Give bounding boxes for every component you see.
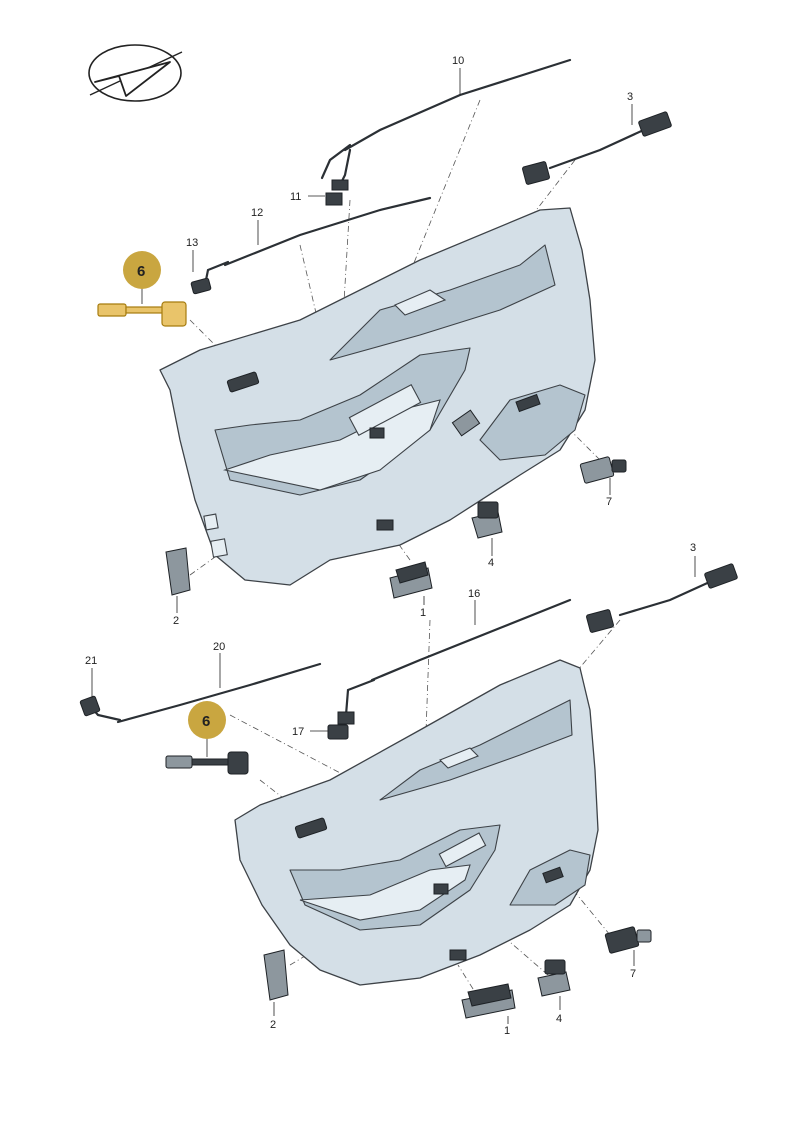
callout-labels: 10 3 11 12 13 6 7 4 2 1 3 16 <box>85 55 696 1037</box>
label-part-6-top: 6 <box>137 263 145 280</box>
part-10-light-strip <box>320 58 572 206</box>
label-part-12: 12 <box>251 207 263 219</box>
part-7-connector-top <box>579 456 627 484</box>
part-3-wiring-top <box>522 111 672 185</box>
label-part-10: 10 <box>452 55 464 67</box>
orientation-logo-icon <box>88 44 183 102</box>
callout-6-top-circle <box>123 251 161 289</box>
part-3-wiring-bottom <box>586 563 738 633</box>
part-12-trim-strip <box>223 196 432 267</box>
label-part-2-bottom: 2 <box>270 1019 276 1031</box>
label-part-11: 11 <box>290 191 301 203</box>
label-part-7-bottom: 7 <box>630 968 636 980</box>
part-20-trim-strip <box>116 662 322 724</box>
callout-6-bottom-circle <box>188 701 226 739</box>
part-13-wire <box>190 260 230 295</box>
door-trim-panel-top <box>159 207 596 586</box>
label-part-4-bottom: 4 <box>556 1013 562 1025</box>
label-part-1-top: 1 <box>420 607 426 619</box>
part-6-sensor-highlight-top <box>97 301 187 327</box>
part-21-wire <box>79 695 122 722</box>
part-4-switch-top <box>471 501 503 539</box>
label-part-17: 17 <box>292 726 304 738</box>
part-1-control-unit-top <box>389 561 433 599</box>
label-part-2-top: 2 <box>173 615 179 627</box>
label-part-20: 20 <box>213 641 225 653</box>
label-part-3-bottom: 3 <box>690 542 696 554</box>
part-16-light-strip <box>327 598 572 740</box>
label-part-13: 13 <box>186 237 198 249</box>
label-part-3-top: 3 <box>627 91 633 103</box>
part-1-control-unit-bottom <box>461 983 516 1019</box>
label-part-16: 16 <box>468 588 480 600</box>
part-2-grip-bottom <box>263 949 289 1001</box>
label-part-21: 21 <box>85 655 97 667</box>
label-part-4-top: 4 <box>488 557 494 569</box>
label-part-6-bottom: 6 <box>202 713 210 730</box>
part-4-switch-bottom <box>537 959 571 997</box>
label-part-1-bottom: 1 <box>504 1025 510 1037</box>
label-part-7-top: 7 <box>606 496 612 508</box>
part-2-grip-top <box>165 547 191 596</box>
part-7-connector-bottom <box>604 926 652 954</box>
door-trim-panel-bottom <box>234 659 599 986</box>
part-6-sensor-bottom <box>165 751 249 775</box>
